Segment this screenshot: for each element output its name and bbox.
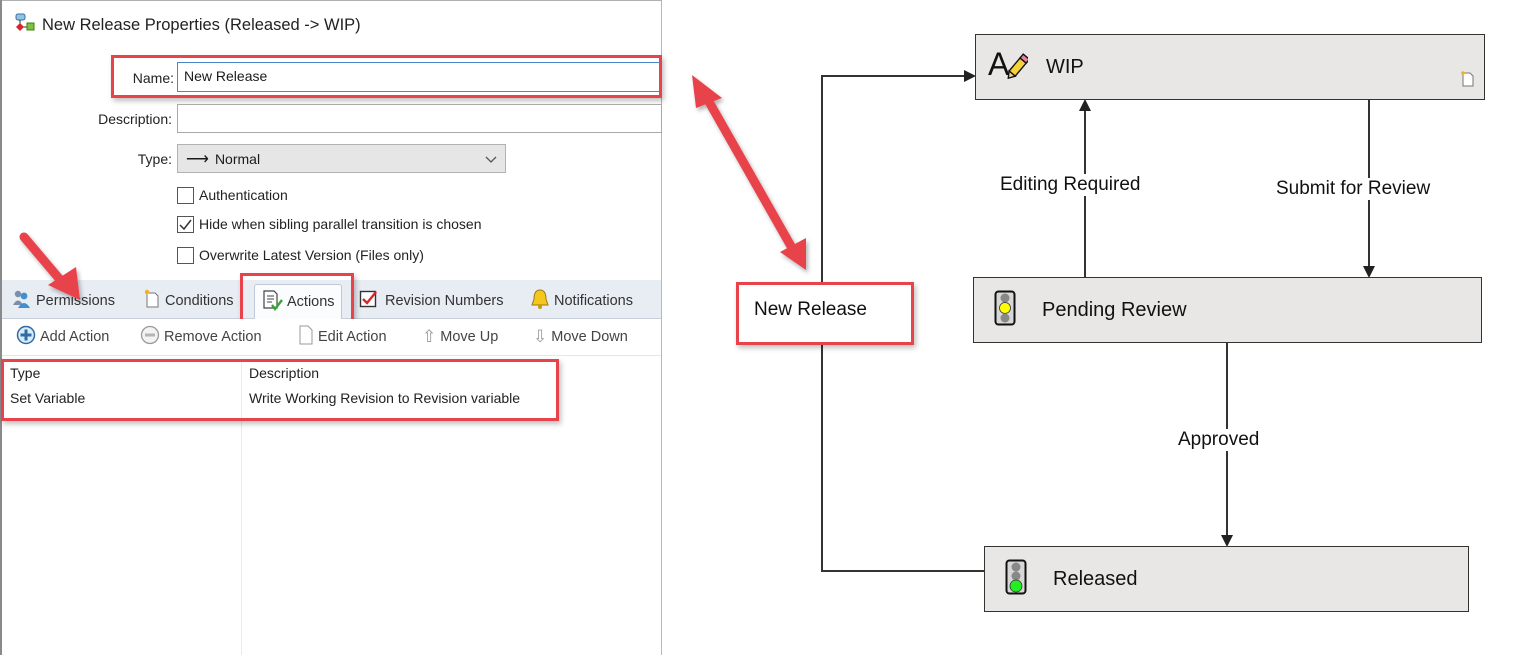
checkbox-label: Hide when sibling parallel transition is… <box>199 216 482 232</box>
column-header-type[interactable]: Type <box>10 365 41 381</box>
type-label: Type: <box>137 151 172 167</box>
name-label: Name: <box>132 70 174 86</box>
type-select-value: Normal <box>214 150 261 167</box>
checklist-icon <box>261 289 283 315</box>
minus-circle-icon <box>140 325 160 349</box>
description-label: Description: <box>98 111 172 127</box>
dialog-title: New Release Properties (Released -> WIP) <box>42 15 361 34</box>
checkbox-box[interactable] <box>177 246 194 264</box>
users-icon <box>12 289 32 313</box>
actions-toolbar: Add Action Remove Action Edit Action ⇧ M… <box>2 319 661 356</box>
button-label: Add Action <box>40 329 110 345</box>
checkmark-icon <box>179 219 192 230</box>
red-arrow-icon <box>19 232 80 300</box>
plus-circle-icon <box>16 325 36 349</box>
tab-bar: Permissions Conditions Actions Revi <box>2 280 661 319</box>
tab-label: Permissions <box>36 293 115 309</box>
new-document-icon <box>1460 70 1476 93</box>
tab-notifications[interactable]: Notifications <box>530 286 633 316</box>
checkbox-box[interactable] <box>177 215 194 233</box>
checkbox-box[interactable] <box>177 186 194 204</box>
new-document-icon <box>143 289 161 313</box>
move-down-button[interactable]: ⇩ Move Down <box>533 325 628 349</box>
checkbox-checked-icon <box>359 289 379 313</box>
tab-permissions[interactable]: Permissions <box>12 286 115 316</box>
hide-sibling-checkbox[interactable]: Hide when sibling parallel transition is… <box>177 213 482 235</box>
annotation-highlight-name <box>111 55 662 98</box>
document-icon <box>298 325 314 349</box>
transition-label-approved[interactable]: Approved <box>1176 429 1262 451</box>
checkbox-label: Authentication <box>199 187 288 203</box>
edit-action-button[interactable]: Edit Action <box>298 325 387 349</box>
tab-conditions[interactable]: Conditions <box>143 286 234 316</box>
state-released[interactable]: Released <box>984 546 1469 612</box>
state-label: Pending Review <box>1042 298 1187 321</box>
traffic-light-yellow-icon <box>994 290 1016 331</box>
cell-description: Write Working Revision to Revision varia… <box>249 390 521 406</box>
tab-label: Actions <box>287 294 335 310</box>
bell-icon <box>530 288 550 314</box>
tab-label: Revision Numbers <box>385 293 504 309</box>
cell-type: Set Variable <box>10 390 86 406</box>
transition-label-editing-required[interactable]: Editing Required <box>998 174 1143 196</box>
overwrite-latest-checkbox[interactable]: Overwrite Latest Version (Files only) <box>177 244 424 266</box>
tab-label: Notifications <box>554 293 633 309</box>
state-label: WIP <box>1046 55 1084 78</box>
double-arrow-icon <box>692 75 806 270</box>
button-label: Move Down <box>551 329 628 345</box>
transition-label-new-release-container[interactable]: New Release <box>739 283 911 343</box>
button-label: Remove Action <box>164 329 262 345</box>
state-pending-review[interactable]: Pending Review <box>973 277 1482 343</box>
checkbox-label: Overwrite Latest Version (Files only) <box>199 247 424 263</box>
add-action-button[interactable]: Add Action <box>16 325 109 349</box>
state-wip[interactable]: A WIP <box>975 34 1485 100</box>
button-label: Edit Action <box>318 329 387 345</box>
tab-revision-numbers[interactable]: Revision Numbers <box>359 286 503 316</box>
description-input[interactable] <box>177 104 662 133</box>
annotation-highlight-action-row <box>1 359 559 421</box>
type-select[interactable]: ⟶ Normal <box>177 144 506 173</box>
authentication-checkbox[interactable]: Authentication <box>177 184 288 206</box>
arrow-right-icon: ⟶ <box>186 150 209 168</box>
annotation-highlight-new-release <box>736 282 914 345</box>
window-edge <box>0 0 2 655</box>
table-column-divider <box>241 360 242 655</box>
traffic-light-green-icon <box>1005 559 1027 600</box>
transition-label-submit-for-review[interactable]: Submit for Review <box>1274 178 1433 200</box>
transition-icon <box>14 13 36 38</box>
move-up-button[interactable]: ⇧ Move Up <box>422 325 498 349</box>
state-label: Released <box>1053 567 1138 590</box>
transition-label-new-release: New Release <box>754 299 867 320</box>
name-input[interactable]: New Release <box>177 62 660 92</box>
remove-action-button[interactable]: Remove Action <box>140 325 262 349</box>
tab-actions[interactable]: Actions <box>254 284 342 319</box>
table-row[interactable]: Set Variable Write Working Revision to R… <box>2 386 562 410</box>
button-label: Move Up <box>440 329 499 345</box>
chevron-down-icon <box>485 151 497 167</box>
column-header-description[interactable]: Description <box>249 365 320 381</box>
text-edit-pencil-icon: A <box>988 46 1031 88</box>
arrow-up-icon: ⇧ <box>422 327 437 346</box>
tab-label: Conditions <box>165 293 234 309</box>
dialog-title-bar: New Release Properties (Released -> WIP) <box>14 12 361 38</box>
svg-text:A: A <box>988 47 1010 82</box>
arrow-down-icon: ⇩ <box>533 327 548 346</box>
